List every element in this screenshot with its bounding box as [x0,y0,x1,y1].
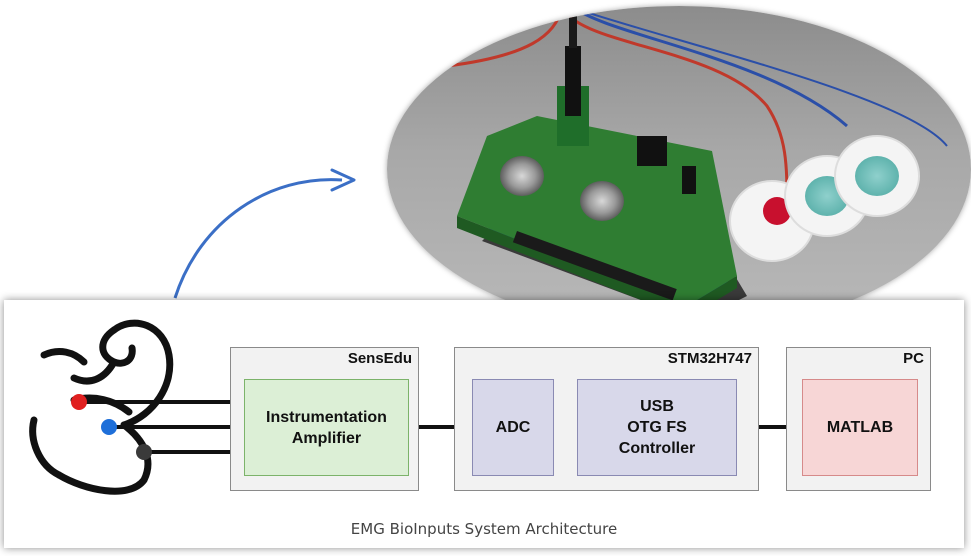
hardware-photo-drawing [387,6,971,332]
adc-block: ADC [472,379,554,476]
instrumentation-amplifier-block: Instrumentation Amplifier [244,379,409,476]
matlab-block: MATLAB [802,379,918,476]
architecture-panel: SensEdu STM32H747 PC Instrumentation Amp… [4,300,964,548]
group-stm32-label: STM32H747 [667,350,752,367]
diagram-caption: EMG BioInputs System Architecture [350,520,618,538]
curved-arrow-icon [173,168,356,299]
hardware-photo [387,6,971,332]
flexed-arm-icon [29,319,174,495]
group-sensedu-label: SensEdu [347,350,412,367]
usb-otg-fs-controller-block: USB OTG FS Controller [577,379,737,476]
group-pc-label: PC [903,350,924,367]
